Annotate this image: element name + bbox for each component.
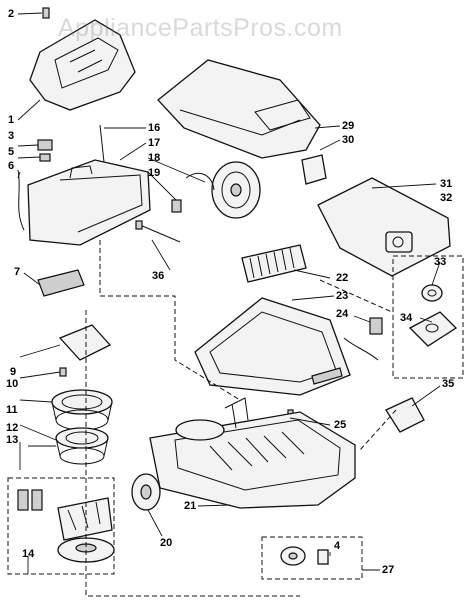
part-27-caster-box bbox=[261, 536, 363, 580]
part-32-bag-holder-box bbox=[392, 255, 464, 379]
label-part-18: 18 bbox=[148, 152, 161, 164]
part-19-connector bbox=[171, 199, 182, 213]
part-7-filter-strip bbox=[37, 269, 85, 297]
label-part-7: 7 bbox=[14, 266, 21, 278]
label-part-25: 25 bbox=[334, 419, 347, 431]
part-30-latch bbox=[301, 154, 327, 185]
leader-lines bbox=[17, 12, 441, 574]
label-part-36: 36 bbox=[152, 270, 165, 282]
part-29-lid bbox=[157, 59, 321, 159]
part-20-wheel bbox=[131, 473, 161, 511]
part-3-switch bbox=[37, 139, 53, 151]
part-16-screw bbox=[99, 124, 105, 163]
part-2-screw bbox=[42, 7, 50, 19]
part-35-bracket bbox=[385, 397, 425, 433]
label-part-10: 10 bbox=[6, 378, 19, 390]
part-24-switch bbox=[343, 317, 383, 361]
label-part-23: 23 bbox=[336, 290, 349, 302]
label-part-14: 14 bbox=[22, 548, 35, 560]
part-9-gasket bbox=[58, 324, 112, 361]
label-part-24: 24 bbox=[336, 308, 349, 320]
part-36-long-screw bbox=[135, 220, 181, 243]
part-31-dust-bag bbox=[317, 177, 451, 277]
label-part-9: 9 bbox=[10, 366, 17, 378]
label-part-32: 32 bbox=[440, 192, 453, 204]
label-part-20: 20 bbox=[160, 537, 173, 549]
label-part-19: 19 bbox=[148, 167, 161, 179]
part-23-compartment-frame bbox=[194, 297, 351, 396]
part-11-motor-cover bbox=[51, 389, 113, 431]
label-part-31: 31 bbox=[440, 178, 453, 190]
part-10-screw bbox=[59, 367, 67, 377]
label-part-16: 16 bbox=[148, 122, 161, 134]
part-22-grille-filter bbox=[241, 244, 307, 283]
label-part-21: 21 bbox=[184, 500, 197, 512]
label-part-33: 33 bbox=[434, 256, 447, 268]
label-part-22: 22 bbox=[336, 272, 349, 284]
label-part-2: 2 bbox=[8, 8, 15, 20]
label-part-34: 34 bbox=[400, 312, 413, 324]
label-part-5: 5 bbox=[8, 146, 15, 158]
label-part-12: 12 bbox=[6, 422, 19, 434]
label-part-1: 1 bbox=[8, 114, 15, 126]
part-18-cord-reel bbox=[185, 161, 261, 219]
label-part-29: 29 bbox=[342, 120, 355, 132]
part-1-handle-cover bbox=[29, 19, 136, 111]
label-part-30: 30 bbox=[342, 134, 355, 146]
label-part-3: 3 bbox=[8, 130, 15, 142]
label-part-17: 17 bbox=[148, 137, 161, 149]
label-part-27: 27 bbox=[382, 564, 395, 576]
part-17-housing bbox=[27, 159, 151, 246]
label-part-11: 11 bbox=[6, 404, 18, 416]
watermark: AppliancePartsPros.com bbox=[58, 14, 343, 42]
part-21-main-body bbox=[149, 397, 356, 509]
label-part-35: 35 bbox=[442, 378, 455, 390]
label-part-13: 13 bbox=[6, 434, 19, 446]
part-6-wire bbox=[17, 169, 25, 231]
part-12-motor-ring bbox=[55, 427, 109, 465]
label-part-4: 4 bbox=[334, 540, 341, 552]
label-part-6: 6 bbox=[8, 160, 15, 172]
part-5-button bbox=[39, 153, 51, 162]
